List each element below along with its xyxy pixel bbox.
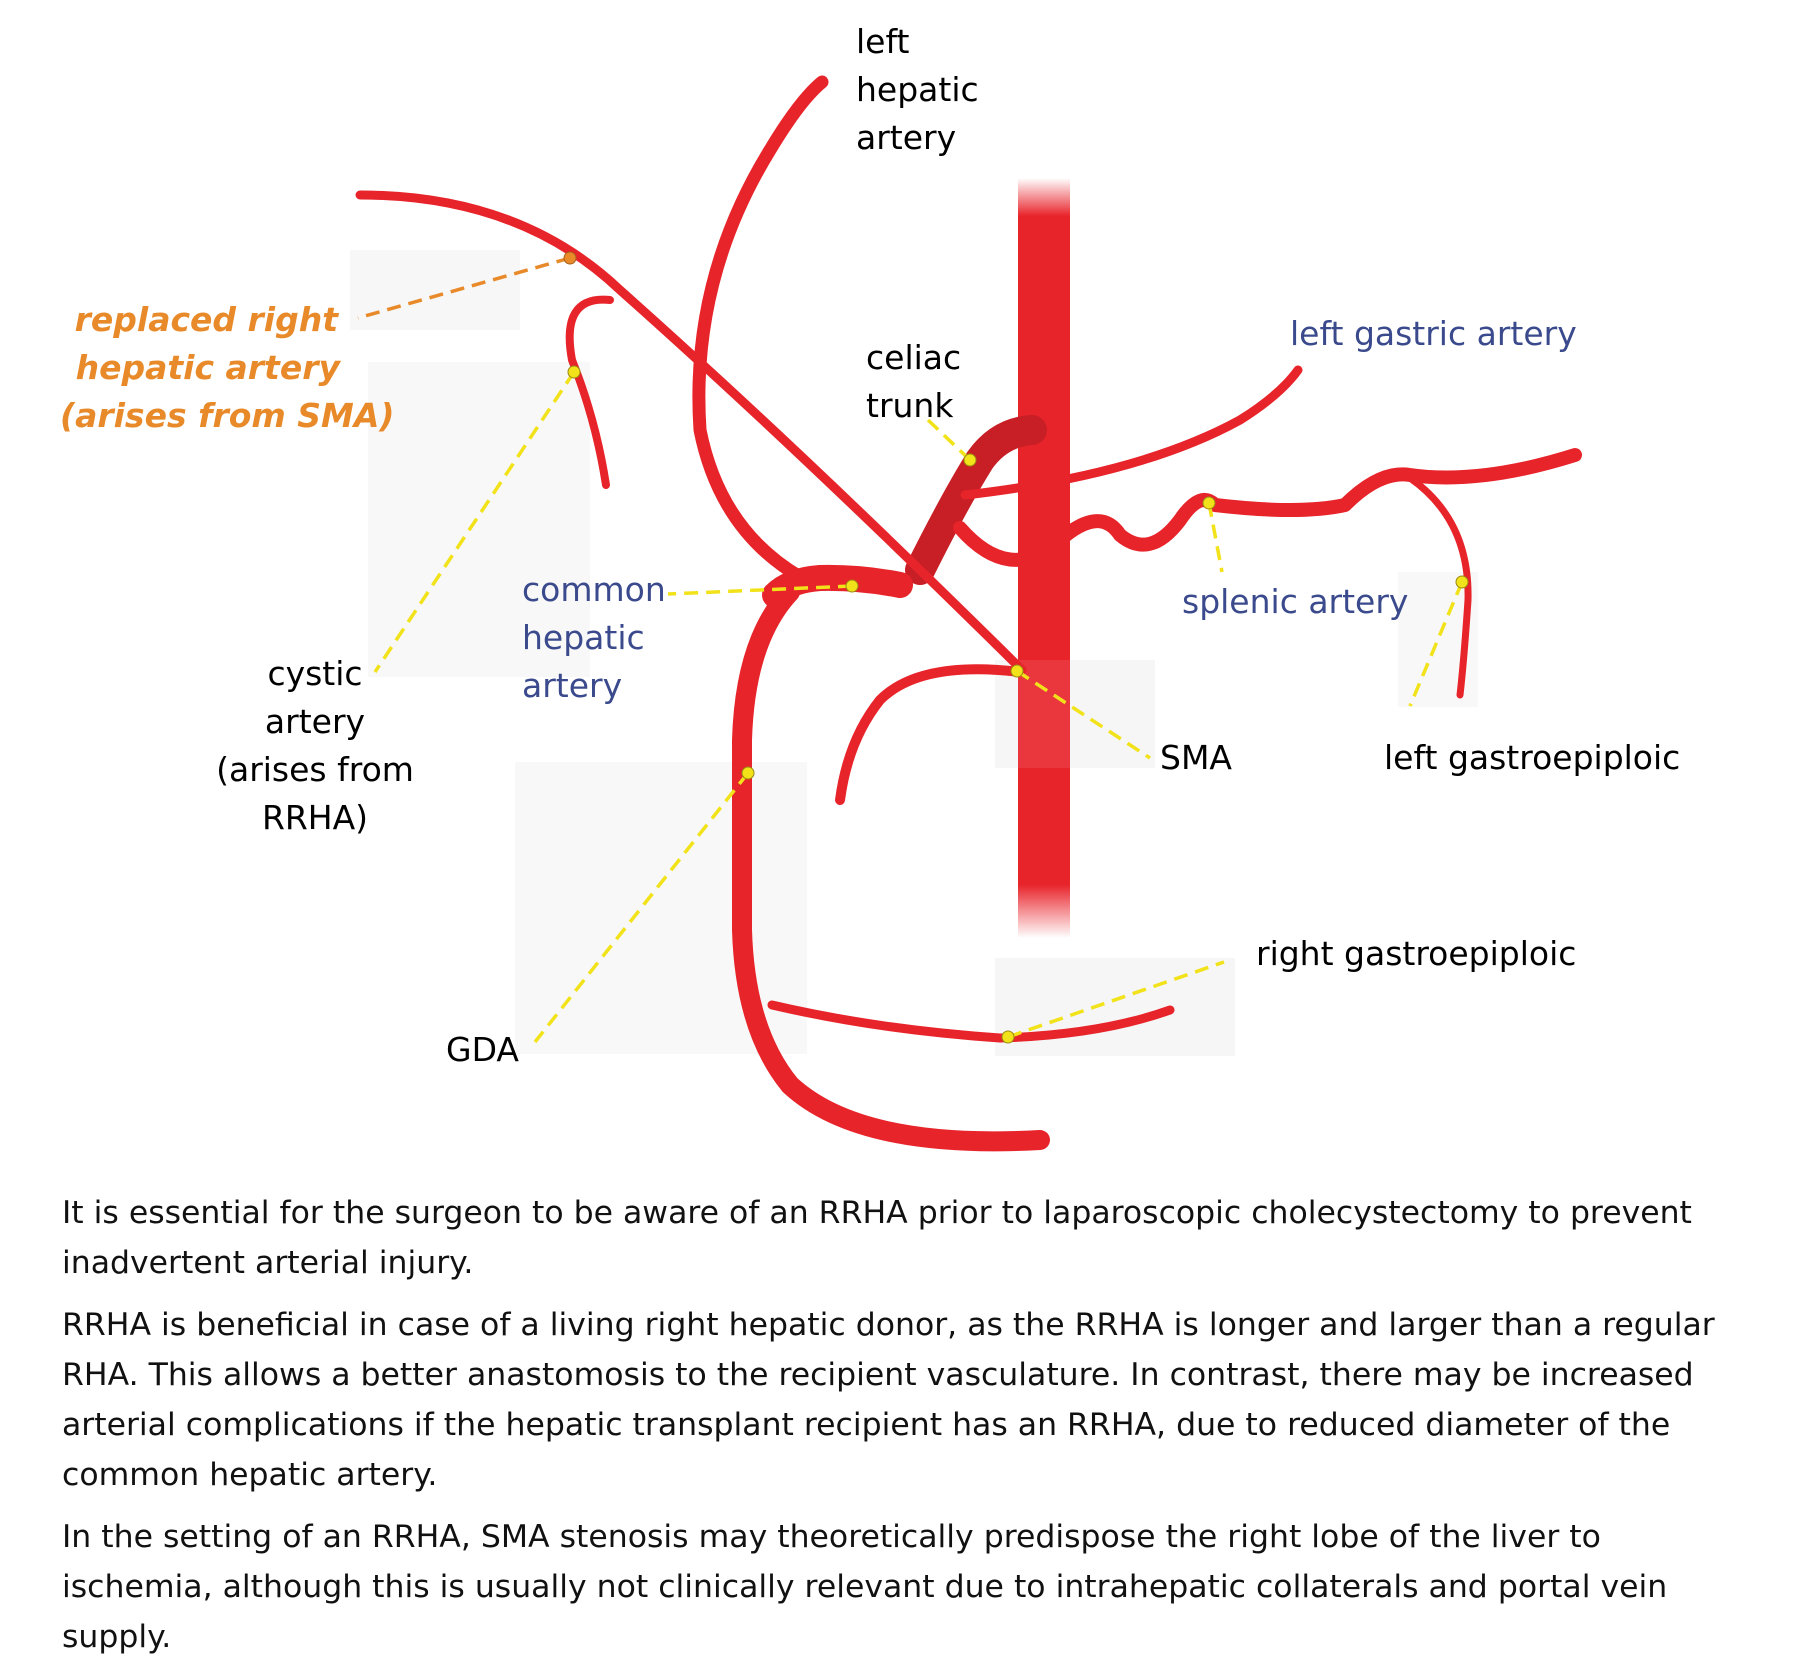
label-line: trunk bbox=[866, 386, 954, 425]
leader-cystic-artery bbox=[373, 371, 576, 673]
left-gastric-artery-vessel bbox=[960, 365, 1303, 500]
label-common-hepatic-artery: common hepatic artery bbox=[522, 566, 666, 710]
label-left-gastroepiploic: left gastroepiploic bbox=[1384, 738, 1681, 777]
label-line: hepatic bbox=[856, 70, 979, 109]
leader-replaced-right-hepatic bbox=[357, 256, 571, 320]
leader-dot bbox=[1202, 496, 1216, 510]
replaced-right-hepatic-artery-vessel bbox=[355, 190, 1027, 675]
left-gastroepiploic-vessel bbox=[1406, 474, 1472, 699]
leader-dot bbox=[741, 766, 755, 780]
leader-celiac-trunk bbox=[926, 418, 972, 462]
label-sma: SMA bbox=[1160, 738, 1232, 777]
label-left-gastric-artery: left gastric artery bbox=[1290, 314, 1577, 353]
label-left-hepatic-artery: left hepatic artery bbox=[856, 18, 979, 162]
label-celiac-trunk: celiac trunk bbox=[866, 334, 961, 430]
label-line: artery bbox=[856, 118, 957, 157]
left-hepatic-artery-vessel bbox=[692, 75, 829, 584]
label-splenic-artery: splenic artery bbox=[1182, 582, 1409, 621]
label-line: (arises from SMA) bbox=[60, 396, 395, 435]
label-cystic-artery: cystic artery (arises from RRHA) bbox=[210, 650, 420, 842]
celiac-trunk-vessel bbox=[905, 415, 1047, 585]
arterial-anatomy-diagram bbox=[350, 75, 1582, 1152]
leader-gda bbox=[533, 771, 750, 1044]
leader-splenic-artery bbox=[1207, 502, 1224, 573]
leader-right-gastroepiploic bbox=[1007, 960, 1225, 1039]
leader-sma bbox=[1016, 669, 1151, 760]
sma-vessel bbox=[835, 664, 1025, 805]
background-panel bbox=[995, 958, 1235, 1056]
label-line: RRHA) bbox=[261, 798, 369, 837]
label-replaced-right-hepatic-artery: replaced right hepatic artery (arises fr… bbox=[60, 296, 395, 440]
label-line: celiac bbox=[866, 338, 962, 377]
label-line: hepatic artery bbox=[75, 348, 340, 387]
leader-dot bbox=[1010, 664, 1024, 678]
label-line: left bbox=[856, 22, 910, 61]
label-line: artery bbox=[264, 702, 366, 741]
paragraph: In the setting of an RRHA, SMA stenosis … bbox=[62, 1519, 1668, 1655]
label-line: cystic bbox=[267, 654, 363, 693]
label-right-gastroepiploic: right gastroepiploic bbox=[1256, 934, 1577, 973]
leader-dot bbox=[1001, 1030, 1015, 1044]
paragraph: It is essential for the surgeon to be aw… bbox=[62, 1195, 1692, 1281]
leader-common-hepatic bbox=[667, 584, 853, 596]
cystic-artery-vessel bbox=[565, 295, 614, 489]
label-line: (arises from bbox=[216, 750, 414, 789]
background-panel bbox=[350, 250, 520, 330]
leader-dot bbox=[567, 365, 581, 379]
leader-dot bbox=[963, 453, 977, 467]
label-gda: GDA bbox=[446, 1030, 519, 1069]
leader-dot bbox=[1455, 575, 1469, 589]
leader-dot bbox=[563, 251, 577, 265]
explanatory-text: It is essential for the surgeon to be aw… bbox=[62, 1188, 1752, 1674]
right-gastroepiploic-vessel bbox=[767, 1000, 1175, 1043]
label-line: replaced right bbox=[74, 300, 338, 339]
leader-left-gastroepiploic bbox=[1408, 581, 1464, 707]
label-line: hepatic bbox=[522, 618, 645, 657]
label-line: common bbox=[522, 570, 666, 609]
label-line: artery bbox=[522, 666, 623, 705]
leader-dot bbox=[845, 579, 859, 593]
paragraph: RRHA is beneficial in case of a living r… bbox=[62, 1307, 1715, 1493]
background-panel bbox=[368, 362, 590, 677]
gda-vessel bbox=[732, 582, 1050, 1152]
